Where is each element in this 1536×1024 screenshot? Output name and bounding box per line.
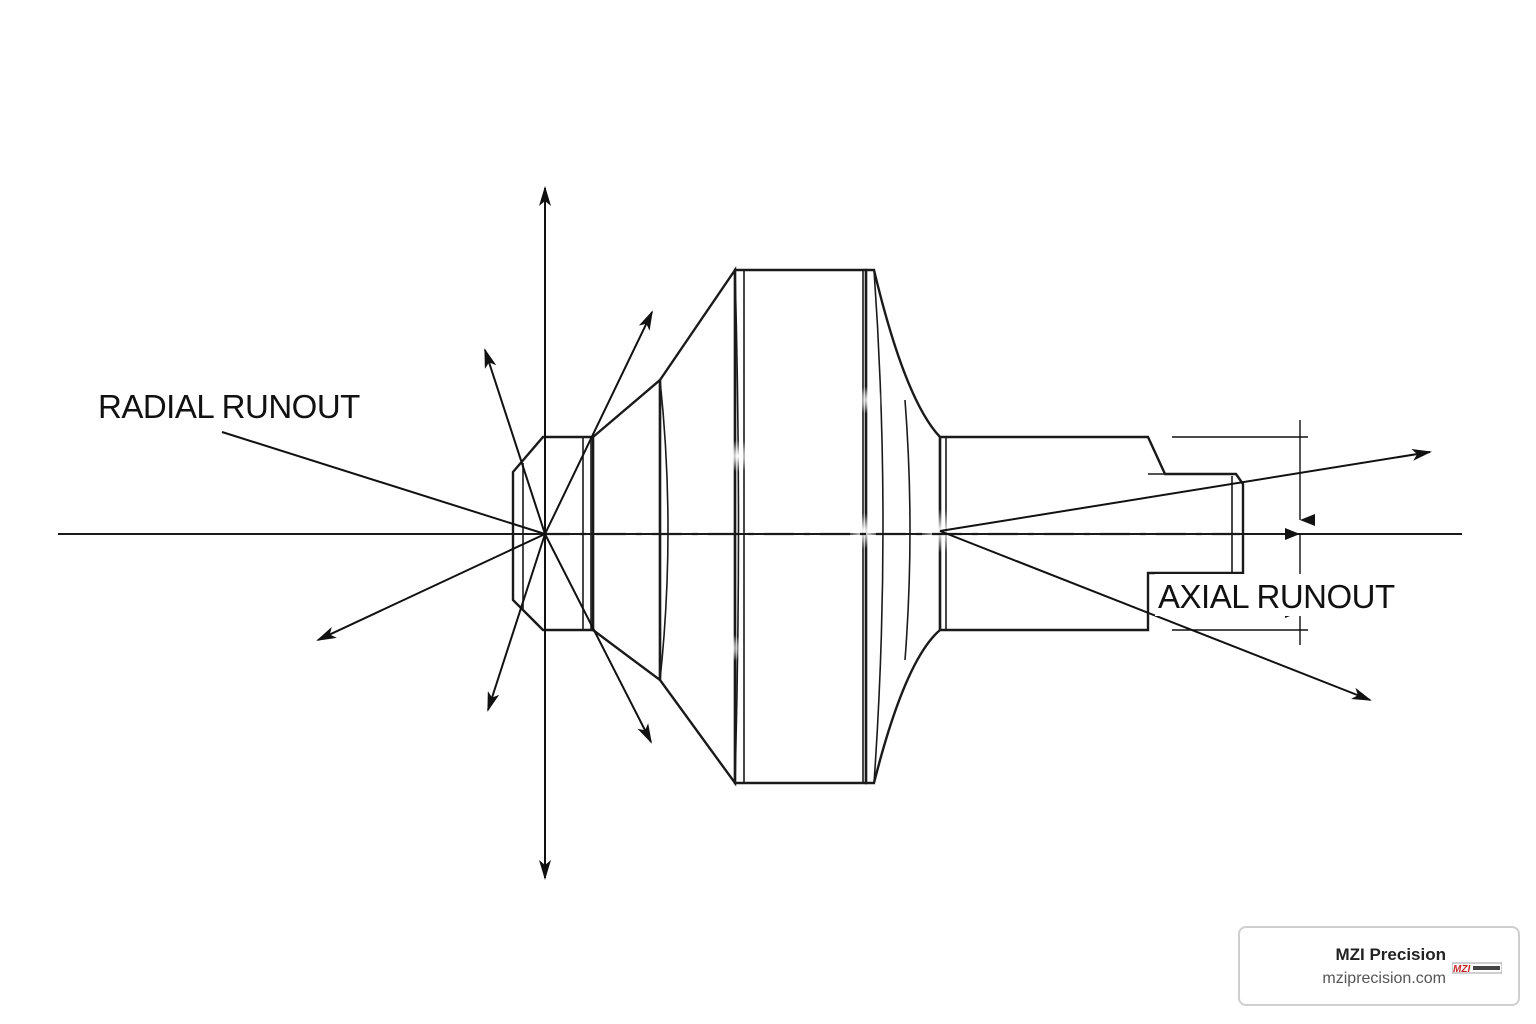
brand-badge[interactable]: MZI Precision mziprecision.com MZI — [1238, 926, 1520, 1006]
sparkle — [846, 513, 882, 549]
sparkle — [716, 634, 744, 662]
axial-arrow-upper — [939, 448, 1432, 532]
radial-leader-line — [221, 431, 546, 535]
brand-logo: MZI — [1452, 962, 1502, 975]
radial-arrow-lower-right — [544, 533, 652, 744]
radial-arrow-left — [316, 533, 546, 641]
sparkle — [722, 440, 754, 472]
axial-runout-label: AXIAL RUNOUT — [1158, 578, 1395, 615]
shaft-small-cone — [591, 377, 662, 683]
shaft-part — [511, 266, 1245, 787]
radial-arrow-lower-left — [487, 533, 546, 712]
radial-arrow-upper-left — [484, 348, 546, 535]
radial-arrows — [221, 186, 653, 880]
sparkle — [855, 386, 883, 414]
shaft-main-cylinder — [733, 268, 868, 785]
radial-runout-label: RADIAL RUNOUT — [98, 388, 360, 425]
dimension-lines — [1172, 420, 1315, 645]
radial-arrow-upper-right — [544, 310, 653, 535]
svg-text:MZI: MZI — [1453, 964, 1470, 975]
brand-url[interactable]: mziprecision.com — [1322, 970, 1446, 987]
shaft-large-cone — [658, 266, 737, 787]
brand-name: MZI Precision — [1335, 945, 1446, 964]
